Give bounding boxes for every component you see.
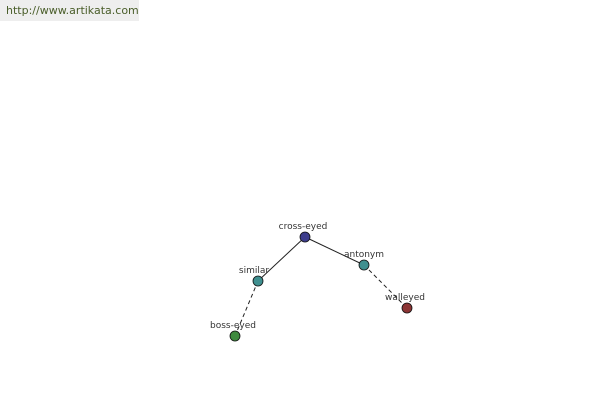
node-label-cross-eyed[interactable]: cross-eyed (279, 222, 328, 232)
edge-cross-eyed-antonym (304, 236, 365, 266)
source-bar: http://www.artikata.com (0, 0, 139, 21)
nodes-layer (229, 231, 413, 342)
node-label-walleyed[interactable]: walleyed (385, 293, 425, 303)
node-cross-eyed-icon[interactable] (299, 231, 311, 243)
node-label-antonym[interactable]: antonym (344, 250, 384, 260)
edge-cross-eyed-similar (257, 236, 306, 282)
edge-antonym-walleyed (363, 264, 408, 309)
node-walleyed-icon[interactable] (401, 302, 413, 314)
node-label-boss-eyed[interactable]: boss-eyed (210, 321, 256, 331)
node-label-similar[interactable]: similar (239, 266, 269, 276)
node-boss-eyed-icon[interactable] (229, 330, 241, 342)
node-antonym-icon[interactable] (358, 259, 370, 271)
edges-layer (234, 236, 408, 337)
edge-similar-boss-eyed (234, 280, 259, 337)
source-link[interactable]: http://www.artikata.com (6, 4, 139, 17)
node-similar-icon[interactable] (252, 275, 264, 287)
labels-layer: cross-eyed similar antonym boss-eyed walleye… (210, 222, 425, 331)
